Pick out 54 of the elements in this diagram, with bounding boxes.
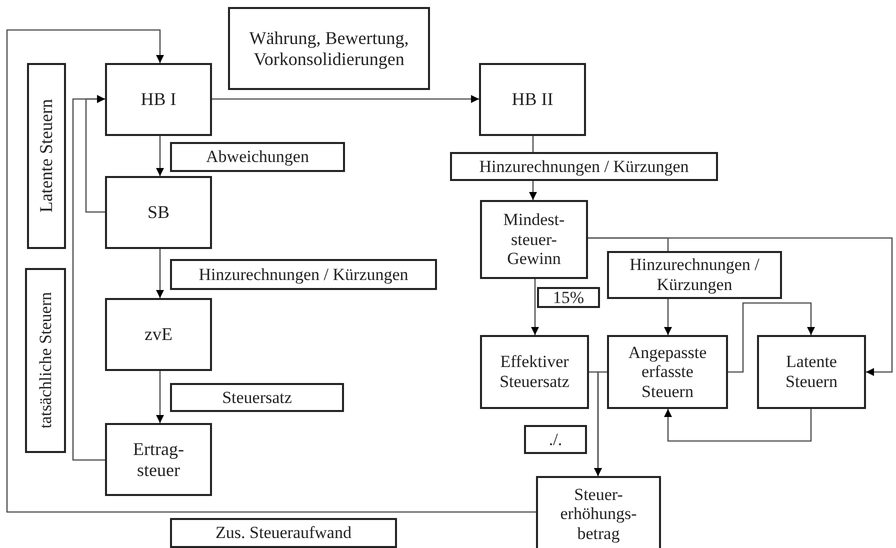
process-box xyxy=(524,425,587,454)
process-box xyxy=(450,152,718,181)
arrow xyxy=(156,136,164,176)
box-text: zvE xyxy=(144,324,172,345)
process-box xyxy=(537,287,600,308)
side-label-box xyxy=(27,63,66,249)
process-box xyxy=(170,259,437,290)
box-text: Ertrag- steuer xyxy=(132,438,185,480)
box-text: 15% xyxy=(552,288,584,308)
box-text: Abweichungen xyxy=(206,147,309,167)
box-text: Steuersatz xyxy=(222,388,292,408)
arrow xyxy=(6,29,536,513)
process-box xyxy=(170,383,344,412)
process-box xyxy=(105,176,212,249)
arrow xyxy=(664,409,812,442)
process-box xyxy=(170,518,397,548)
box-text: HB I xyxy=(140,89,176,110)
box-text: Zus. Steueraufwand xyxy=(216,523,352,543)
process-box xyxy=(479,63,586,136)
process-box xyxy=(480,200,588,279)
box-text: Latente Steuern xyxy=(36,99,57,213)
process-box xyxy=(757,335,866,409)
process-box xyxy=(536,476,661,548)
arrow xyxy=(212,95,479,103)
box-text: Hinzurechnungen / Kürzungen xyxy=(198,264,408,284)
process-box xyxy=(170,142,345,172)
process-box xyxy=(607,335,728,409)
process-box xyxy=(228,7,430,90)
arrow xyxy=(594,371,607,476)
arrow xyxy=(531,279,539,335)
process-box xyxy=(480,335,589,409)
process-box xyxy=(105,63,212,136)
box-text: tatsächliche Steuern xyxy=(36,292,56,429)
box-text: Hinzurechnungen / Kürzungen xyxy=(479,156,689,176)
arrow xyxy=(72,95,105,461)
arrow xyxy=(728,302,815,373)
box-text: Angepasste erfasste Steuern xyxy=(627,342,708,402)
box-text: Hinzurechnungen / Kürzungen xyxy=(628,255,760,295)
box-text: Steuer- erhöhungs- betrag xyxy=(559,484,638,544)
box-text: Mindest- steuer- Gewinn xyxy=(502,210,566,269)
side-label-box xyxy=(25,268,66,453)
process-box xyxy=(607,251,782,299)
process-box xyxy=(105,423,212,496)
box-text: HB II xyxy=(512,89,554,110)
box-text: Währung, Bewertung, Vorkonsolidierungen xyxy=(248,28,410,70)
arrow xyxy=(156,249,164,298)
box-text: ./. xyxy=(548,430,562,450)
arrow xyxy=(664,299,672,335)
box-text: Latente Steuern xyxy=(784,352,838,392)
arrow xyxy=(529,181,537,200)
box-text: Effektiver Steuersatz xyxy=(498,352,570,392)
process-box xyxy=(105,298,212,371)
arrow xyxy=(156,371,164,423)
box-text: SB xyxy=(147,202,170,223)
